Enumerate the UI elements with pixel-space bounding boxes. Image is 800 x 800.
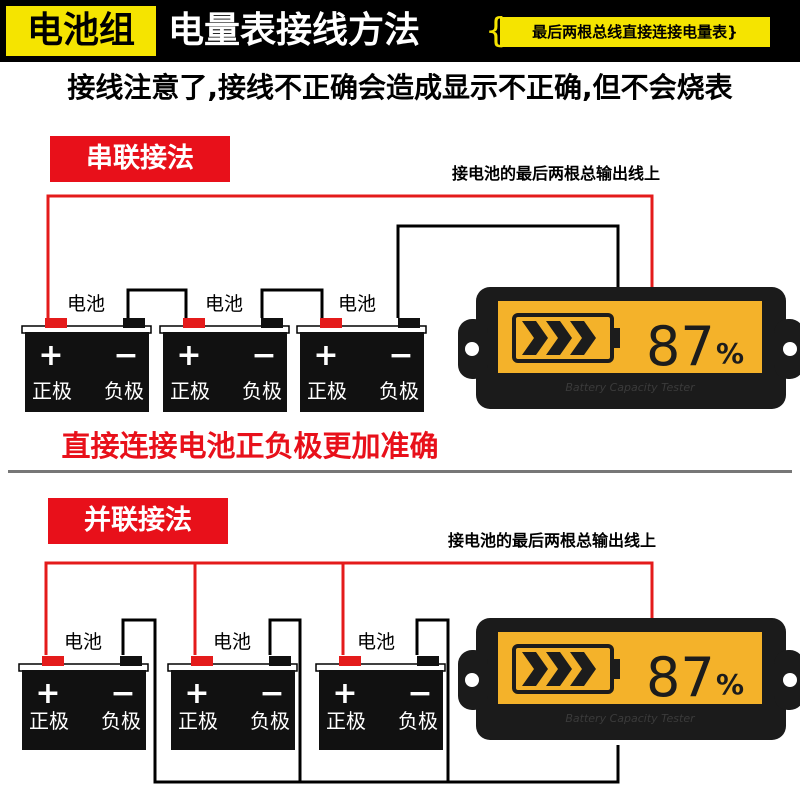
minus-sign: − [259, 676, 284, 711]
parallel-negative-bus [121, 618, 620, 784]
meter-caption: Battery Capacity Tester [565, 712, 696, 725]
series-section-note: 接电池的最后两根总输出线上 [452, 164, 661, 183]
negative-label: 负极 [242, 379, 282, 403]
parallel-battery-2: 电池 + − 正极 负极 [167, 631, 298, 751]
battery-name: 电池 [64, 631, 102, 653]
battery-name: 电池 [67, 293, 105, 315]
series-capacity-meter: 87 % Battery Capacity Tester [456, 285, 800, 411]
parallel-section-note: 接电池的最后两根总输出线上 [448, 531, 657, 550]
meter-unit: % [716, 337, 744, 370]
plus-sign: + [35, 676, 60, 711]
positive-label: 正极 [29, 709, 69, 733]
minus-sign: − [113, 338, 138, 373]
parallel-wiring [44, 561, 654, 784]
series-section-label: 串联接法 [50, 136, 230, 182]
title-note: 最后两根总线直接连接电量表} [500, 17, 770, 47]
positive-label: 正极 [307, 379, 347, 403]
minus-sign: − [251, 338, 276, 373]
minus-sign: − [388, 338, 413, 373]
series-link-wire-2 [260, 288, 324, 318]
page-title: 电量表接线方法 [168, 10, 421, 51]
minus-sign: − [110, 676, 135, 711]
plus-sign: + [176, 338, 201, 373]
plus-sign: + [184, 676, 209, 711]
plus-sign: + [332, 676, 357, 711]
parallel-battery-3: 电池 + − 正极 负极 [315, 631, 446, 751]
series-positive-wire [46, 194, 654, 318]
plus-sign: + [38, 338, 63, 373]
negative-label: 负极 [398, 709, 438, 733]
meter-unit: % [716, 668, 744, 701]
title-badge: 电池组 [6, 6, 156, 56]
positive-label: 正极 [178, 709, 218, 733]
plus-sign: + [313, 338, 338, 373]
series-battery-1: 电池 + − 正极 负极 [21, 293, 152, 413]
negative-label: 负极 [379, 379, 419, 403]
battery-name: 电池 [338, 293, 376, 315]
battery-name: 电池 [213, 631, 251, 653]
negative-label: 负极 [104, 379, 144, 403]
parallel-capacity-meter: 87 % Battery Capacity Tester [456, 616, 800, 742]
meter-reading: 87 [646, 315, 715, 378]
negative-label: 负极 [250, 709, 290, 733]
parallel-battery-1: 电池 + − 正极 负极 [18, 631, 149, 751]
series-battery-2: 电池 + − 正极 负极 [159, 293, 290, 413]
positive-label: 正极 [170, 379, 210, 403]
negative-label: 负极 [101, 709, 141, 733]
meter-reading: 87 [646, 646, 715, 709]
series-negative-wire [396, 224, 620, 318]
minus-sign: − [407, 676, 432, 711]
series-wiring [46, 194, 654, 318]
battery-name: 电池 [205, 293, 243, 315]
positive-label: 正极 [32, 379, 72, 403]
meter-caption: Battery Capacity Tester [565, 381, 696, 394]
positive-label: 正极 [326, 709, 366, 733]
battery-name: 电池 [357, 631, 395, 653]
series-battery-3: 电池 + − 正极 负极 [296, 293, 427, 413]
middle-note: 直接连接电池正负极更加准确 [61, 429, 439, 463]
series-link-wire-1 [126, 288, 188, 318]
parallel-positive-bus [44, 561, 654, 655]
divider [8, 470, 792, 473]
parallel-section-label: 并联接法 [48, 498, 228, 544]
warning-text: 接线注意了,接线不正确会造成显示不正确,但不会烧表 [67, 71, 733, 104]
